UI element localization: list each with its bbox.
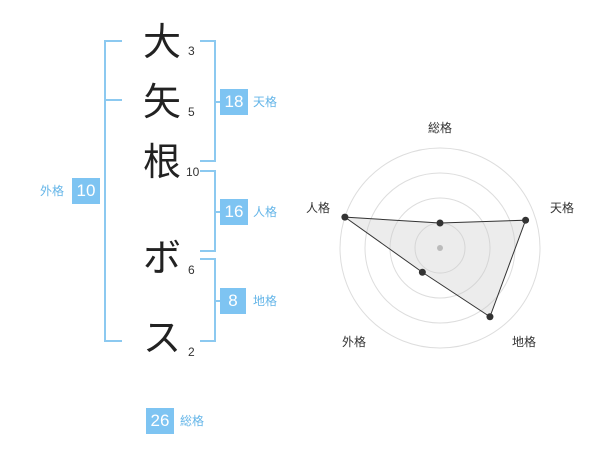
chikaku-connector: [214, 300, 220, 302]
jinkaku-connector: [214, 211, 220, 213]
name-char-4: ボ: [142, 236, 181, 280]
radar-point-1: [522, 216, 530, 224]
chikaku-badge: 8: [220, 288, 246, 314]
gaikaku-tick-top: [104, 99, 122, 101]
stroke-count-2: 5: [188, 105, 195, 119]
axis-label-chikaku: 地格: [512, 334, 536, 349]
gaikaku-badge: 10: [72, 178, 100, 204]
axis-label-tenkaku: 天格: [550, 200, 574, 215]
axis-label-soukaku: 総格: [428, 120, 452, 135]
tenkaku-badge: 18: [220, 89, 248, 115]
jinkaku-badge: 16: [220, 199, 248, 225]
radar-chart: 総格 天格 地格 外格 人格: [306, 120, 574, 349]
stroke-count-4: 6: [188, 263, 195, 277]
radar-ring: [389, 197, 491, 299]
gaikaku-label: 外格: [40, 184, 65, 198]
soukaku-label: 総格: [180, 414, 205, 428]
chikaku-label: 地格: [253, 294, 278, 308]
radar-point-2: [486, 313, 494, 321]
axis-label-jinkaku: 人格: [306, 200, 330, 215]
tenkaku-connector: [214, 101, 220, 103]
name-char-2: 矢: [142, 80, 181, 124]
radar-ring: [339, 147, 541, 349]
radar-point-4: [341, 213, 349, 221]
radar-center-dot: [437, 245, 443, 251]
gaikaku-bracket: [104, 40, 122, 342]
tenkaku-label: 天格: [253, 95, 278, 109]
name-char-3: 根: [142, 140, 181, 184]
stroke-count-3: 10: [186, 165, 200, 179]
jinkaku-label: 人格: [253, 205, 278, 219]
axis-label-gaikaku: 外格: [342, 334, 366, 349]
radar-point-0: [436, 219, 444, 227]
radar-point-3: [418, 268, 426, 276]
radar-area: [343, 216, 527, 318]
stroke-count-5: 2: [188, 345, 195, 359]
soukaku-badge: 26: [146, 408, 174, 434]
name-char-5: ス: [142, 316, 181, 360]
radar-rings: [339, 147, 541, 349]
name-char-1: 大: [142, 20, 181, 64]
stroke-count-1: 3: [188, 44, 195, 58]
